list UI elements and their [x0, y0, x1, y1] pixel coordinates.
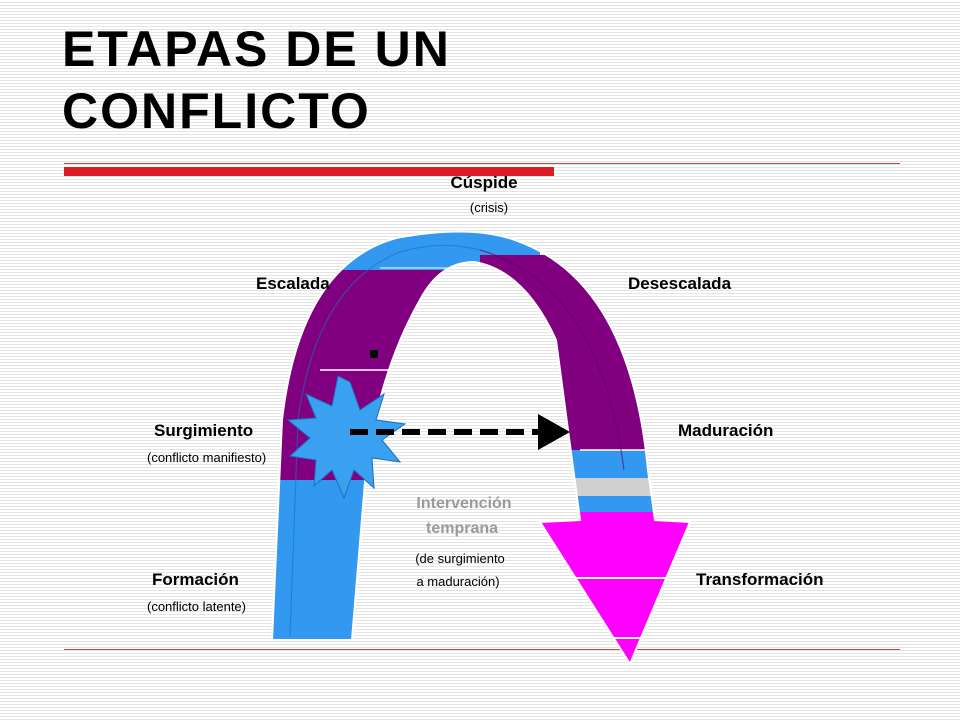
arch-inner-stripe-right: [479, 249, 625, 471]
intervention-arrow: [350, 414, 570, 450]
band-maduracion-blue1: [560, 450, 680, 478]
escalada-marker: [370, 350, 378, 358]
label-intervencion: Intervención temprana (de surgimiento a …: [415, 495, 511, 589]
arch-inner-stripe-left: [289, 244, 481, 637]
label-intervencion-line1: Intervención: [416, 495, 511, 512]
label-intervencion-line2: temprana: [426, 520, 498, 537]
title-line-2: CONFLICTO: [62, 83, 371, 139]
label-cuspide-sub: (crisis): [470, 200, 508, 215]
label-formacion: Formación (conflicto latente): [147, 570, 246, 614]
label-desescalada: Desescalada: [628, 274, 732, 293]
label-maduracion: Maduración: [678, 421, 773, 440]
label-cuspide-title: Cúspide: [450, 173, 517, 192]
label-transformacion: Transformación: [696, 570, 824, 589]
label-surgimiento-sub: (conflicto manifiesto): [147, 450, 266, 465]
arch-outline-outer: [270, 230, 692, 667]
title-red-rule: [64, 167, 554, 176]
band-maduracion-blue2: [560, 496, 680, 512]
label-intervencion-line3: (de surgimiento: [415, 551, 505, 566]
title-thin-rule: [64, 163, 900, 164]
surgimiento-burst: [286, 375, 407, 500]
label-surgimiento-title: Surgimiento: [154, 421, 253, 440]
label-formacion-title: Formación: [152, 570, 239, 589]
label-surgimiento: Surgimiento (conflicto manifiesto): [147, 421, 266, 465]
bottom-thin-rule: [64, 649, 900, 650]
title-line-1: ETAPAS DE UN: [62, 21, 451, 77]
band-maduracion-gray: [560, 478, 680, 496]
label-intervencion-line4: a maduración): [416, 574, 499, 589]
label-cuspide: Cúspide (crisis): [450, 173, 517, 215]
slide-title: ETAPAS DE UN CONFLICTO: [62, 18, 451, 142]
label-escalada: Escalada: [256, 274, 330, 293]
label-formacion-sub: (conflicto latente): [147, 599, 246, 614]
